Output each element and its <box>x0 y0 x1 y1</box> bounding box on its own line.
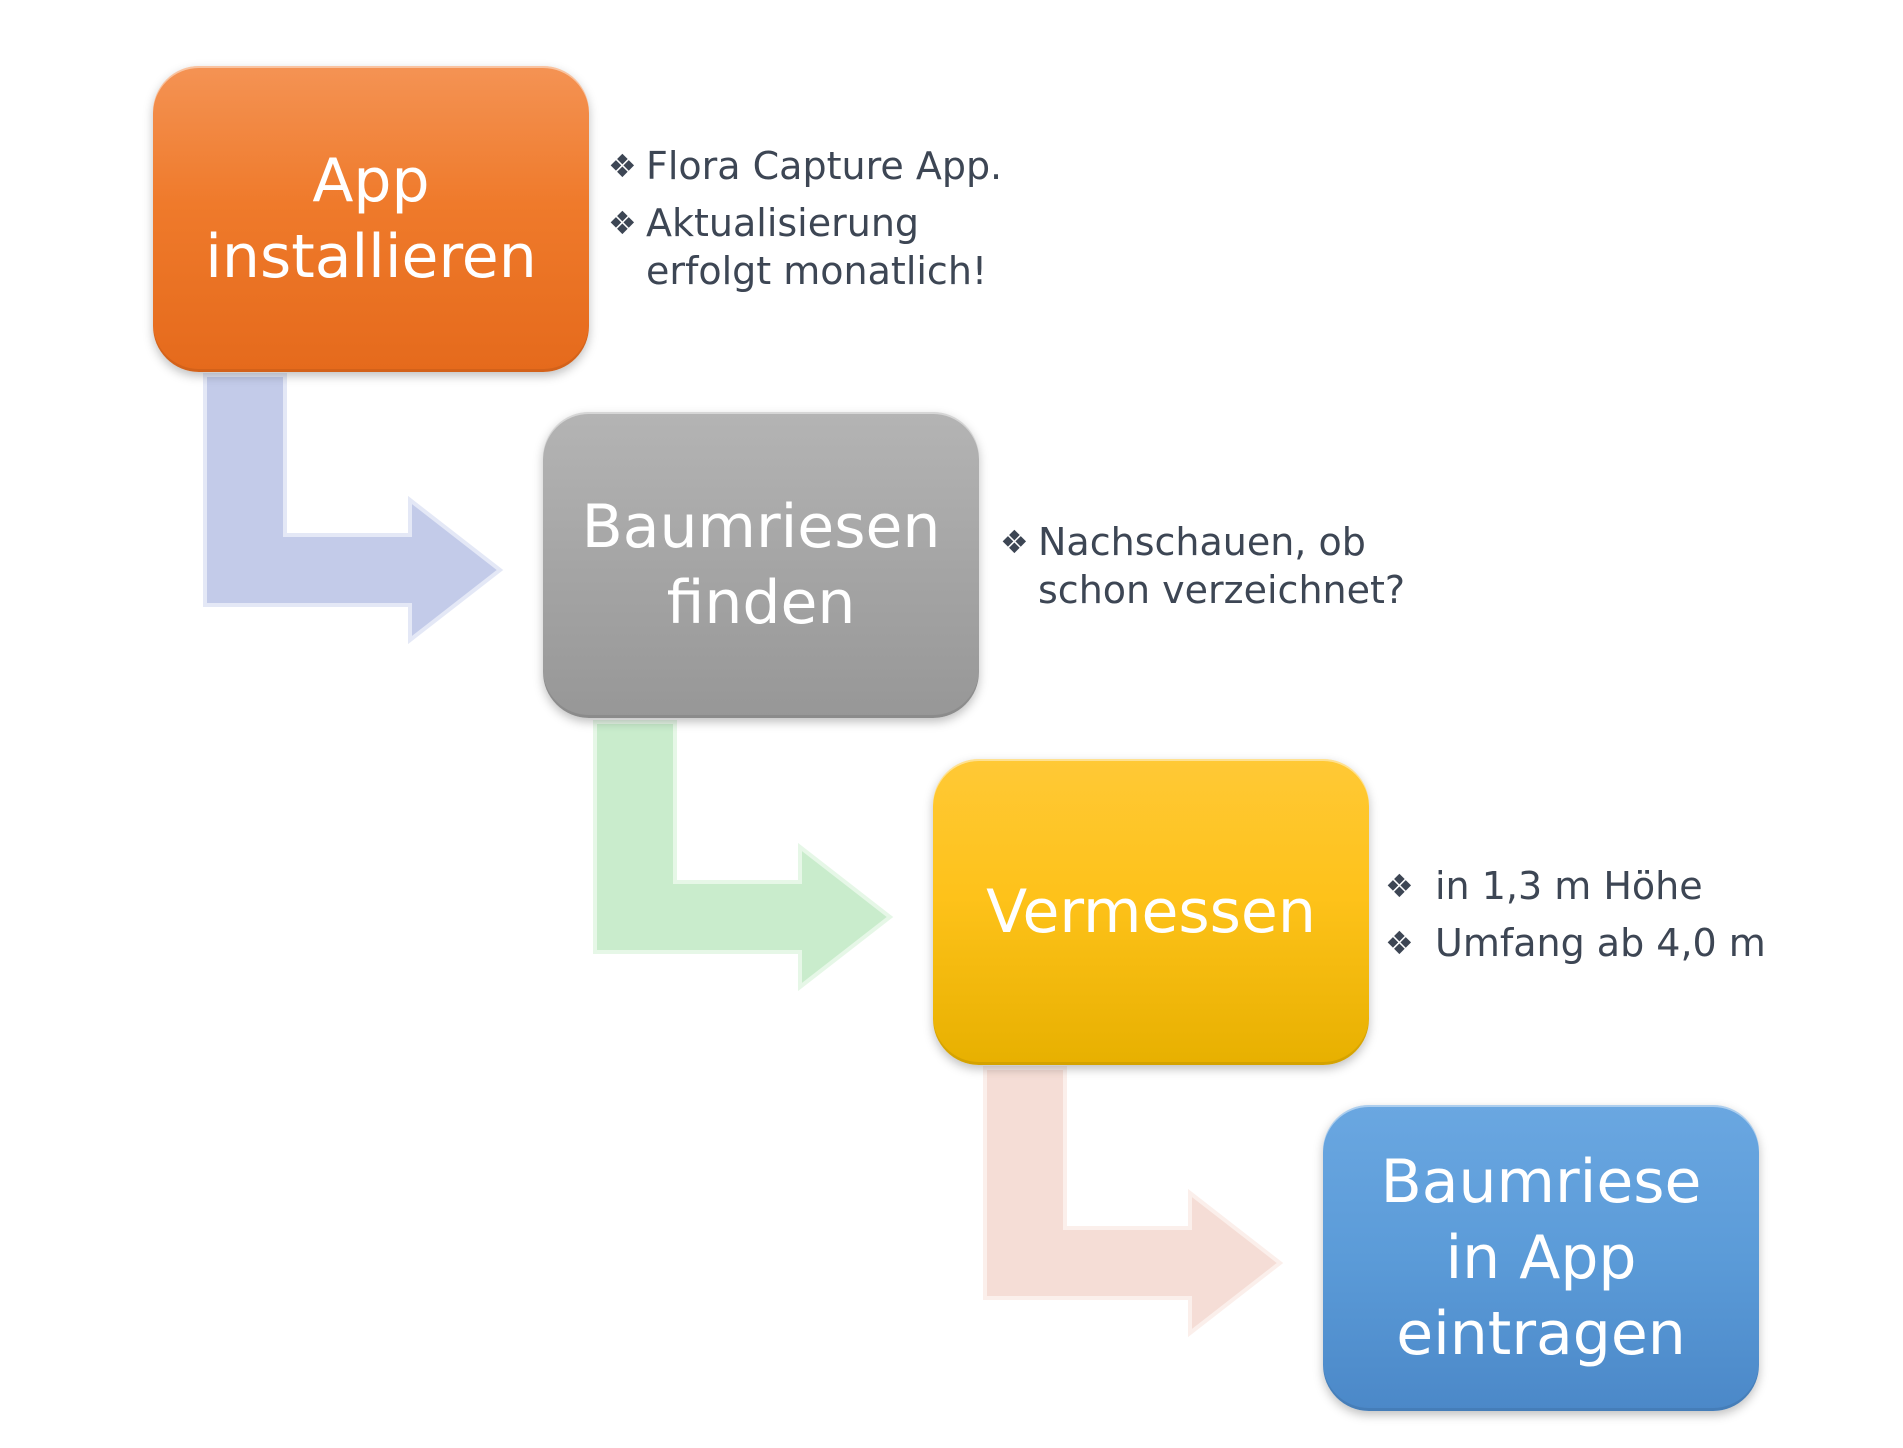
four-diamond-bullet-icon: ❖ <box>1385 867 1414 905</box>
step-label: App installieren <box>205 146 537 292</box>
note-item: ❖ Umfang ab 4,0 m <box>1385 919 1766 967</box>
four-diamond-bullet-icon: ❖ <box>1385 924 1414 962</box>
step-box-app-installieren: App installieren <box>153 66 589 372</box>
connector-arrow-2 <box>593 720 894 992</box>
four-diamond-bullet-icon: ❖ <box>608 204 637 242</box>
connector-arrow-3 <box>983 1066 1284 1338</box>
bent-arrow-icon <box>203 373 504 645</box>
note-item: ❖ Nachschauen, ob schon verzeichnet? <box>1000 518 1405 614</box>
note-item: ❖ in 1,3 m Höhe <box>1385 862 1766 910</box>
note-text: Umfang ab 4,0 m <box>1435 921 1766 965</box>
step-label: Baumriese in App eintragen <box>1380 1147 1702 1369</box>
four-diamond-bullet-icon: ❖ <box>1000 523 1029 561</box>
notes-step-2: ❖ Nachschauen, ob schon verzeichnet? <box>1000 518 1405 623</box>
note-text: in 1,3 m Höhe <box>1435 864 1703 908</box>
step-box-baumriesen-finden: Baumriesen finden <box>543 412 979 718</box>
bent-arrow-icon <box>983 1066 1284 1338</box>
note-text: Flora Capture App. <box>646 144 1003 188</box>
step-box-vermessen: Vermessen <box>933 759 1369 1065</box>
step-label: Vermessen <box>986 877 1316 947</box>
bent-arrow-icon <box>593 720 894 992</box>
note-text: Nachschauen, ob schon verzeichnet? <box>1038 520 1406 612</box>
step-box-baumriese-eintragen: Baumriese in App eintragen <box>1323 1105 1759 1411</box>
note-text: Aktualisierung erfolgt monatlich! <box>646 201 988 293</box>
connector-arrow-1 <box>203 373 504 645</box>
four-diamond-bullet-icon: ❖ <box>608 147 637 185</box>
note-item: ❖ Flora Capture App. <box>608 142 1002 190</box>
notes-step-1: ❖ Flora Capture App. ❖ Aktualisierung er… <box>608 142 1002 304</box>
note-item: ❖ Aktualisierung erfolgt monatlich! <box>608 199 1002 295</box>
notes-step-3: ❖ in 1,3 m Höhe ❖ Umfang ab 4,0 m <box>1385 862 1766 976</box>
step-label: Baumriesen finden <box>581 492 941 638</box>
